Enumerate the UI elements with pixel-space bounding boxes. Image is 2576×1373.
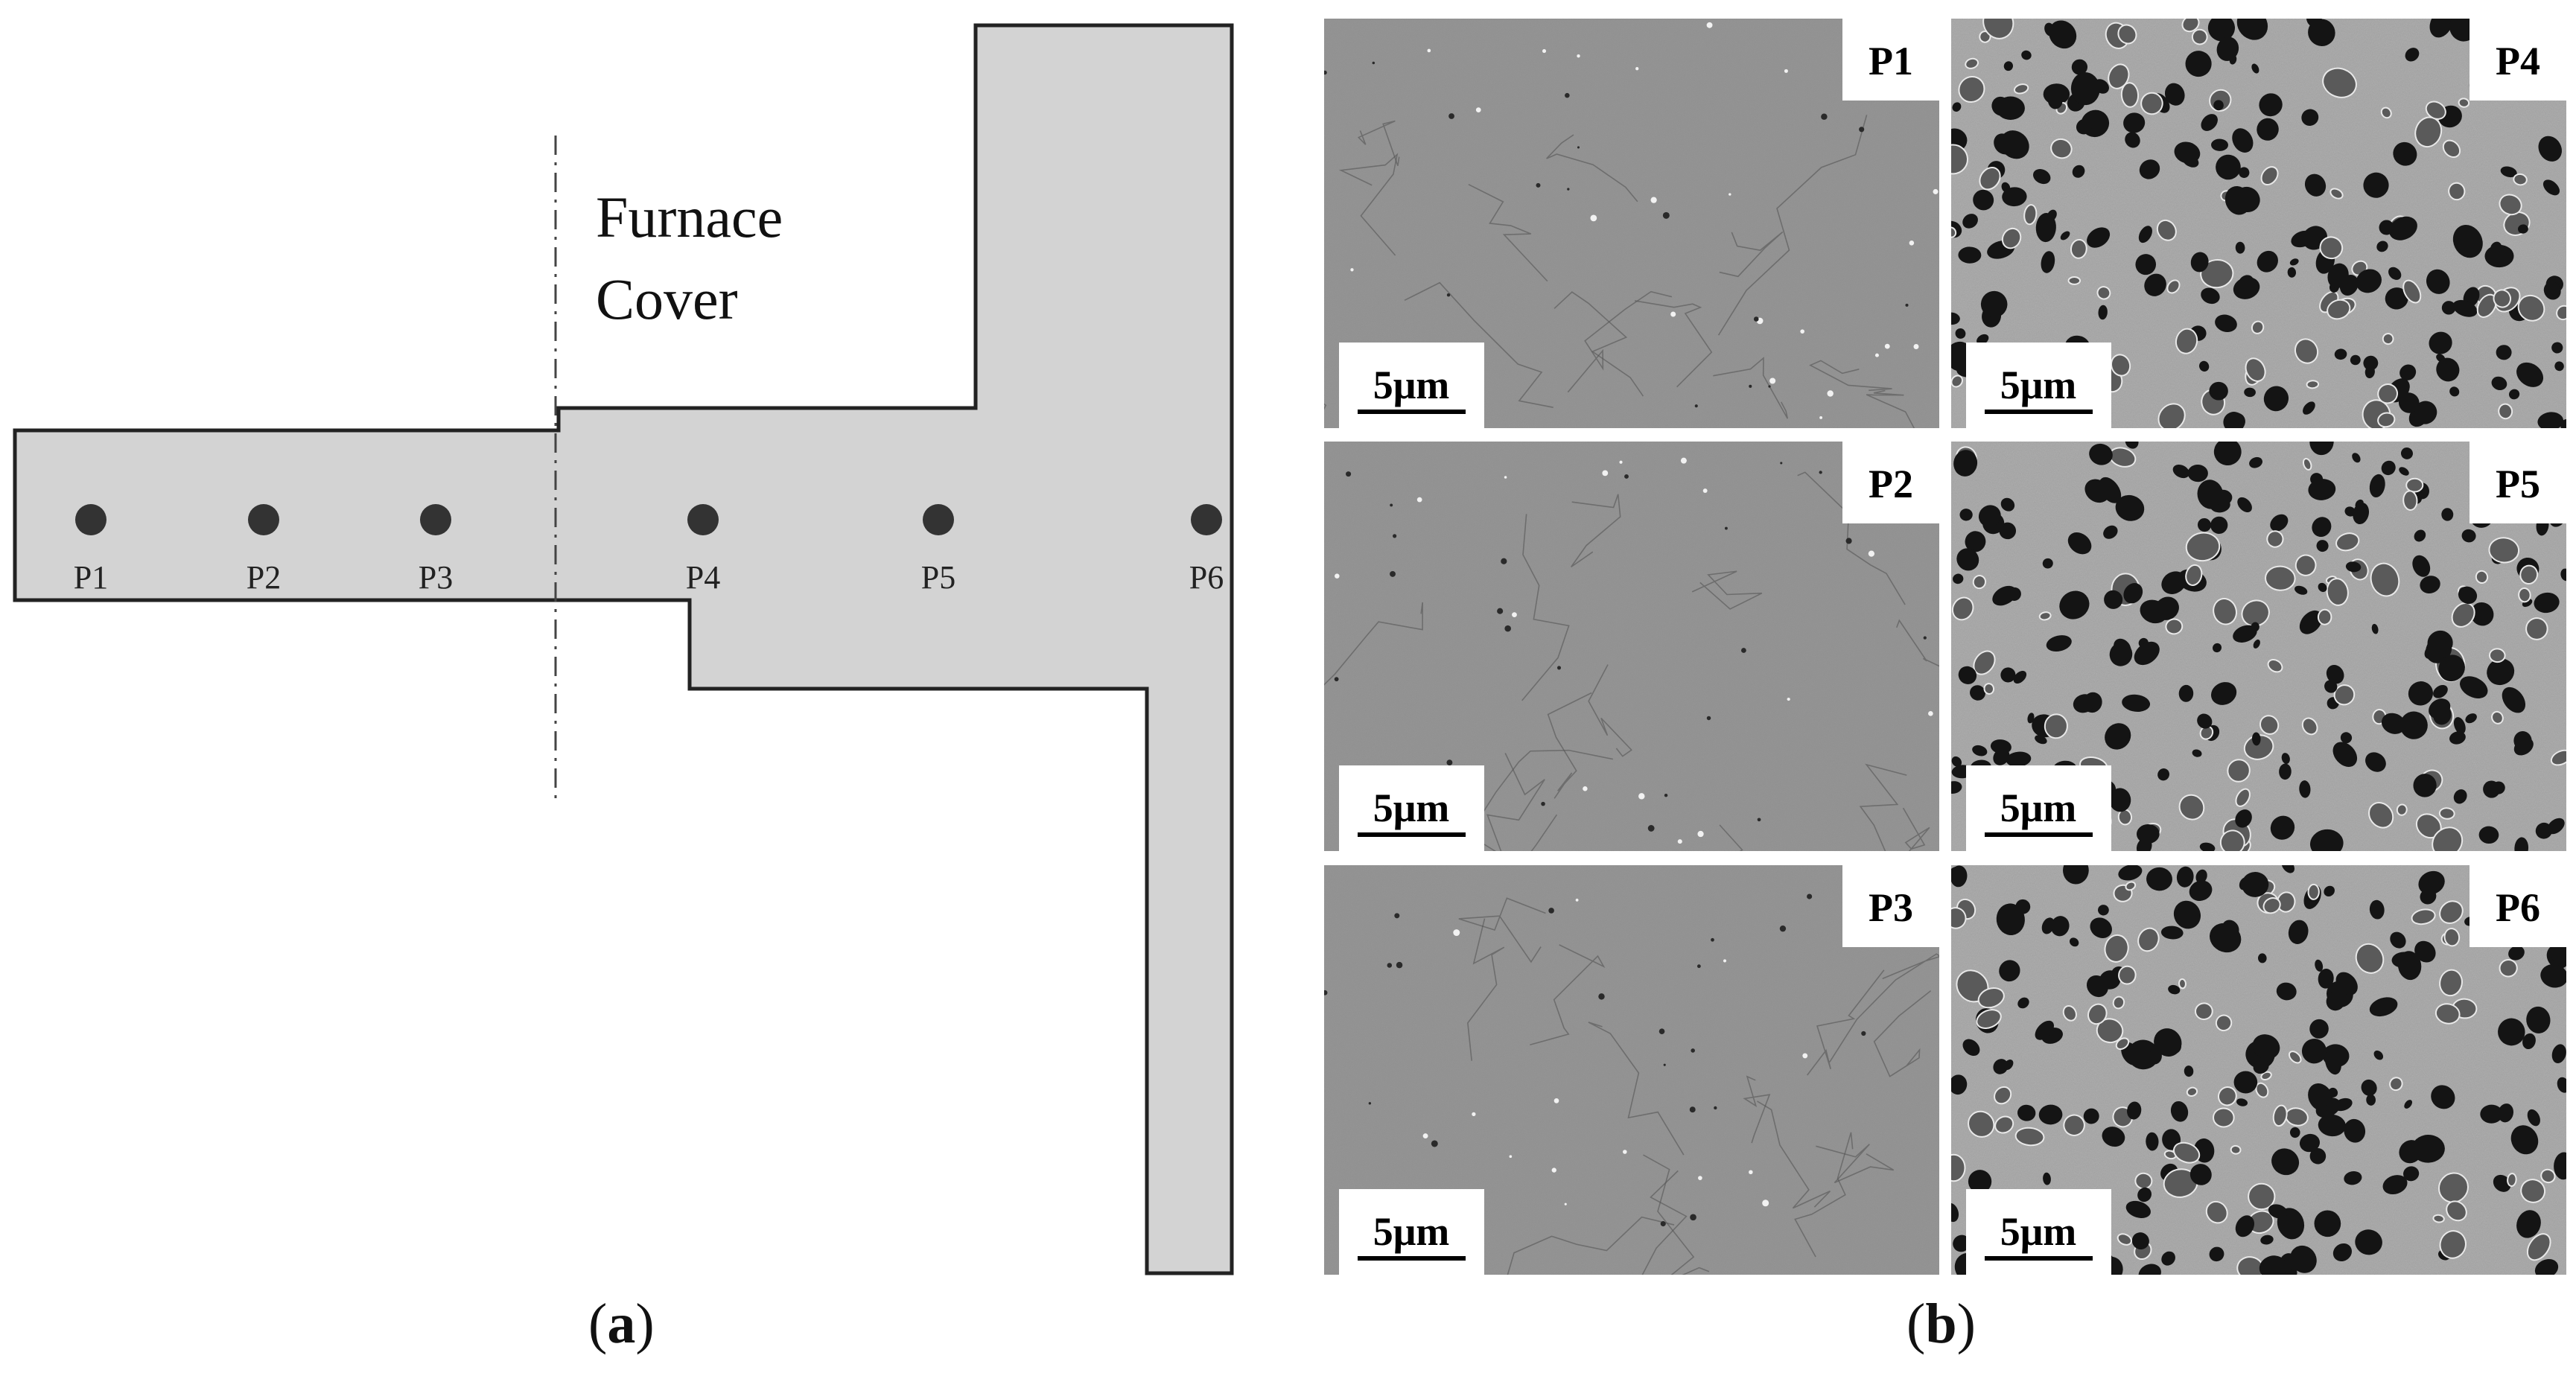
sem-label-box	[1842, 442, 1939, 523]
point-label: P2	[247, 559, 281, 596]
measurement-point-p1: P1	[74, 504, 108, 596]
sem-label: P1	[1869, 39, 1913, 83]
sem-features	[1951, 442, 2566, 851]
scale-bar-label: 5μm	[1373, 363, 1450, 407]
point-marker	[75, 504, 106, 535]
scale-bar-label: 5μm	[1373, 1209, 1450, 1254]
sem-label: P2	[1869, 462, 1913, 506]
point-label: P3	[419, 559, 453, 596]
point-marker	[420, 504, 451, 535]
caption-b: (b)	[1906, 1293, 1976, 1355]
scale-bar-label: 5μm	[2000, 1209, 2077, 1254]
sem-label: P5	[2496, 462, 2540, 506]
sem-image-p4: P4 5μm	[1951, 19, 2566, 428]
furnace-schematic: Furnace Cover P1 P2 P3 P4 P5 P6	[13, 23, 1234, 1275]
sem-image-p3: P3 5μm	[1324, 865, 1939, 1275]
measurement-points: P1 P2 P3 P4 P5 P6	[74, 504, 1224, 596]
furnace-cover-label-line2: Cover	[596, 267, 738, 331]
measurement-point-p3: P3	[419, 504, 453, 596]
sem-features	[1324, 22, 1939, 428]
sem-image-p6: P6 5μm	[1951, 865, 2566, 1275]
sem-label: P3	[1869, 885, 1913, 930]
point-marker	[923, 504, 954, 535]
furnace-cover-label: Furnace Cover	[596, 185, 798, 331]
sem-image-p1: P1 5μm	[1324, 19, 1939, 428]
caption-a-letter: a	[607, 1293, 636, 1355]
measurement-point-p4: P4	[686, 504, 720, 596]
caption-a: (a)	[588, 1293, 655, 1355]
sem-label-box	[2470, 19, 2566, 101]
point-marker	[248, 504, 279, 535]
scale-bar-label: 5μm	[2000, 363, 2077, 407]
sem-label-box	[2470, 865, 2566, 947]
sem-label-box	[2470, 442, 2566, 523]
sem-image-p5: P5 5μm	[1951, 442, 2566, 851]
caption-b-letter: b	[1925, 1293, 1957, 1355]
point-label: P6	[1189, 559, 1224, 596]
sem-image-p2: P2 5μm	[1324, 442, 1939, 851]
point-label: P1	[74, 559, 108, 596]
measurement-point-p2: P2	[247, 504, 281, 596]
scale-bar-label: 5μm	[1373, 786, 1450, 830]
point-label: P4	[686, 559, 720, 596]
scale-bar-label: 5μm	[2000, 786, 2077, 830]
measurement-point-p6: P6	[1189, 504, 1224, 596]
sem-label: P4	[2496, 39, 2540, 83]
furnace-cover-label-line1: Furnace	[596, 185, 783, 249]
sem-label: P6	[2496, 885, 2540, 930]
point-label: P5	[921, 559, 955, 596]
furnace-body-shape	[13, 23, 1234, 1275]
sem-label-box	[1842, 19, 1939, 101]
measurement-point-p5: P5	[921, 504, 955, 596]
sem-features	[1324, 457, 1939, 851]
sem-label-box	[1842, 865, 1939, 947]
point-marker	[1191, 504, 1222, 535]
point-marker	[687, 504, 719, 535]
